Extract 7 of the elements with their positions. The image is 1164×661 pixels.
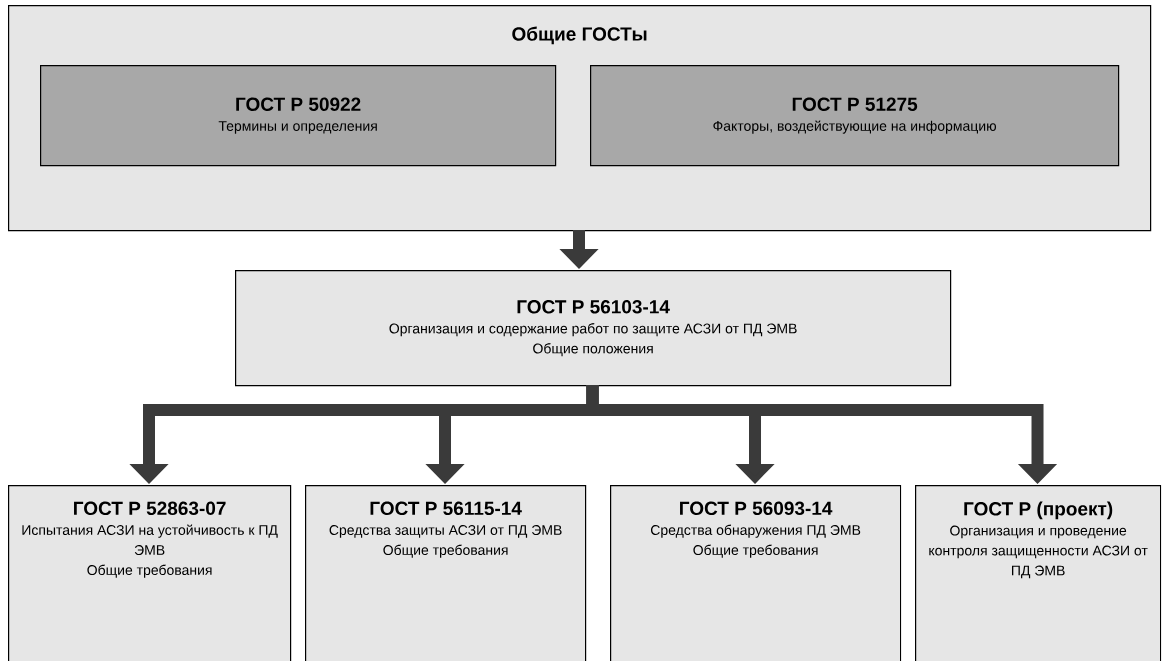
standard-box: ГОСТ Р 56103-14 Организация и содержание работ по защите АСЗИ от ПД ЭМВ Общие положения — [235, 270, 952, 387]
standard-box: ГОСТ Р 50922 Термины и определения — [40, 65, 557, 167]
standard-box: ГОСТ Р 52863-07 Испытания АСЗИ на устойчивость к ПД ЭМВ Общие требования — [8, 485, 292, 661]
standard-box: ГОСТ Р (проект) Организация и проведение контроля защищенности АСЗИ от ПД ЭМВ — [915, 485, 1162, 661]
standard-box: ГОСТ Р 51275 Факторы, воздействующие на информацию — [590, 65, 1120, 167]
standard-box: ГОСТ Р 56115-14 Средства защиты АСЗИ от ПД ЭМВ Общие требования — [305, 485, 587, 661]
standard-box: ГОСТ Р 56093-14 Средства обнаружения ПД ЭМВ Общие требования — [610, 485, 902, 661]
